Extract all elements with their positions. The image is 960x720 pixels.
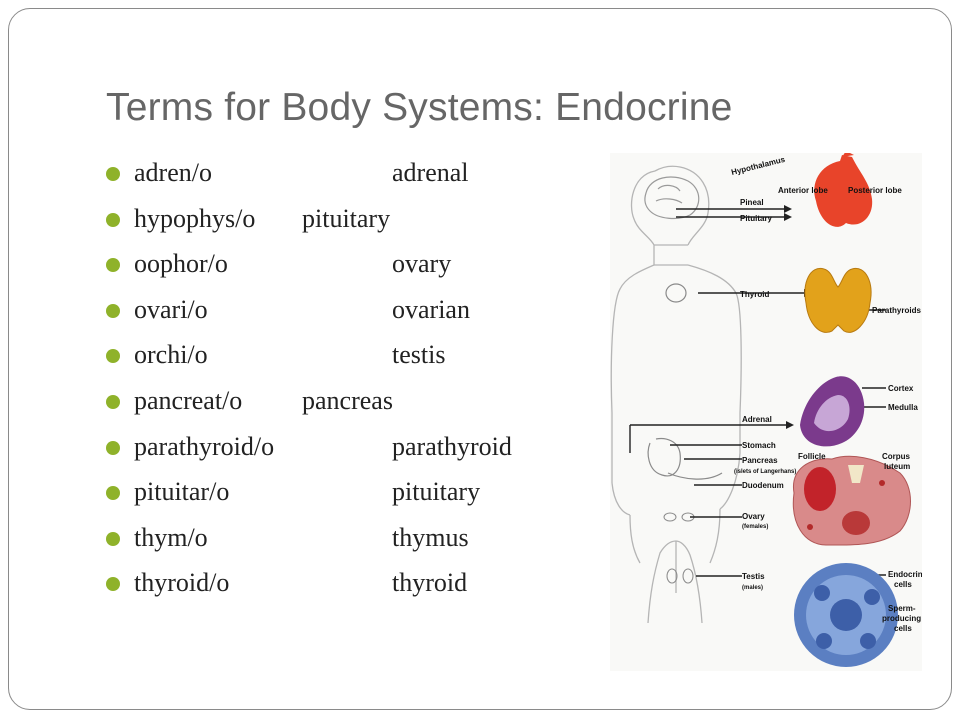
label-corpus: Corpus — [882, 452, 911, 461]
label-pineal: Pineal — [740, 198, 764, 207]
stomach-in-body — [647, 437, 681, 477]
term-meaning: pituitary — [302, 203, 391, 233]
term-root: thyroid/o — [134, 568, 230, 598]
label-parathyroids: Parathyroids — [872, 306, 921, 315]
label-cells-2: cells — [894, 624, 912, 633]
term-meaning: pituitary — [392, 477, 481, 507]
brain-shape — [644, 176, 700, 220]
label-luteum: luteum — [884, 462, 910, 471]
term-meaning: thyroid — [392, 568, 468, 598]
thyroid-gland-shape — [804, 267, 872, 333]
label-follicle: Follicle — [798, 452, 826, 461]
label-adrenal: Adrenal — [742, 415, 772, 424]
label-ovary: Ovary — [742, 512, 765, 521]
bullet-icon — [106, 303, 120, 318]
term-root: thym/o — [134, 522, 208, 552]
term-root: oophor/o — [134, 249, 228, 279]
label-sperm: Sperm- — [888, 604, 916, 613]
label-thyroid: Thyroid — [740, 290, 769, 299]
term-root: parathyroid/o — [134, 431, 275, 461]
thyroid-in-body — [665, 283, 687, 303]
term-root: pancreat/o — [134, 385, 243, 415]
bullet-icon — [106, 531, 120, 546]
bullet-icon — [106, 486, 120, 501]
term-root: hypophys/o — [134, 203, 256, 233]
bullet-icon — [106, 167, 120, 181]
term-meaning: thymus — [392, 522, 469, 552]
pituitary-gland-shape — [814, 155, 873, 227]
label-endocrine: Endocrine — [888, 570, 922, 579]
label-anterior-lobe: Anterior lobe — [778, 186, 828, 195]
term-meaning: ovarian — [392, 294, 470, 324]
label-islets: (islets of Langerhans) — [734, 469, 796, 475]
term-meaning: pancreas — [302, 385, 393, 415]
label-males: (males) — [742, 585, 763, 591]
label-duodenum: Duodenum — [742, 481, 784, 490]
label-cells-1: cells — [894, 580, 912, 589]
term-root: orchi/o — [134, 340, 208, 370]
endocrine-system-illustration: Hypothalamus Anterior lobe Posterior lob… — [610, 151, 928, 671]
term-root: adren/o — [134, 158, 212, 187]
label-pancreas: Pancreas — [742, 456, 778, 465]
term-meaning: ovary — [392, 249, 452, 279]
label-pituitary: Pituitary — [740, 214, 773, 223]
bullet-icon — [106, 258, 120, 273]
term-meaning: testis — [392, 340, 446, 370]
label-posterior-lobe: Posterior lobe — [848, 186, 902, 195]
bullet-icon — [106, 577, 120, 592]
term-root: ovari/o — [134, 294, 208, 324]
label-medulla: Medulla — [888, 403, 918, 412]
label-testis: Testis — [742, 572, 765, 581]
label-females: (females) — [742, 524, 768, 530]
label-cortex: Cortex — [888, 384, 914, 393]
term-meaning: adrenal — [392, 158, 469, 187]
label-producing: producing — [882, 614, 921, 623]
bullet-icon — [106, 349, 120, 364]
body-outline — [610, 165, 742, 624]
term-meaning: parathyroid — [392, 431, 512, 461]
term-root: pituitar/o — [134, 477, 230, 507]
slide-title: Terms for Body Systems: Endocrine — [106, 86, 733, 129]
bullet-icon — [106, 394, 120, 409]
bullet-icon — [106, 212, 120, 227]
bullet-icon — [106, 440, 120, 455]
label-stomach: Stomach — [742, 441, 776, 450]
